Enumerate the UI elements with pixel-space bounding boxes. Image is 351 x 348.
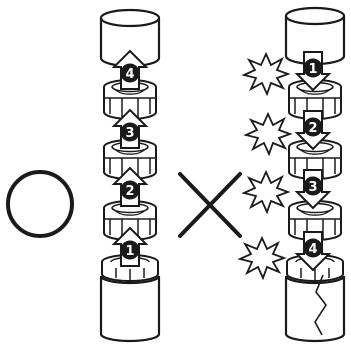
left-step-3: 3 (113, 109, 147, 149)
crack-line (314, 274, 327, 336)
right-assembly-stack: 1 2 3 4 (239, 6, 346, 343)
step-number: 2 (125, 184, 134, 199)
step-marker (303, 58, 323, 78)
right-step-2: 2 (296, 110, 330, 150)
left-step-4: 4 (113, 50, 147, 90)
left-assembly-stack: 1 2 3 4 (99, 8, 161, 343)
step-marker (120, 240, 140, 260)
step-number: 2 (308, 121, 317, 136)
impact-burst-icon-2 (245, 113, 291, 155)
step-number: 4 (125, 67, 134, 82)
impact-burst-icon-3 (243, 171, 289, 213)
left-base-part (99, 253, 161, 343)
step-marker (120, 122, 140, 142)
left-step-2: 2 (113, 167, 147, 207)
step-number: 3 (308, 180, 317, 195)
impact-burst-icon-4 (239, 237, 285, 279)
incorrect-cross-icon (178, 172, 242, 238)
step-marker (303, 117, 323, 137)
step-number: 1 (308, 62, 317, 77)
step-number: 3 (125, 126, 134, 141)
impact-burst-icon-1 (243, 53, 289, 95)
right-base-part (284, 253, 346, 343)
step-number: 4 (308, 242, 317, 257)
step-marker (303, 176, 323, 196)
right-step-3: 3 (296, 169, 330, 209)
correct-circle-icon (6, 170, 74, 238)
step-marker (120, 180, 140, 200)
right-step-1: 1 (296, 51, 330, 91)
step-marker (303, 238, 323, 258)
right-step-4: 4 (296, 231, 330, 271)
step-number: 1 (125, 244, 134, 259)
step-marker (120, 63, 140, 83)
left-step-1: 1 (113, 227, 147, 267)
